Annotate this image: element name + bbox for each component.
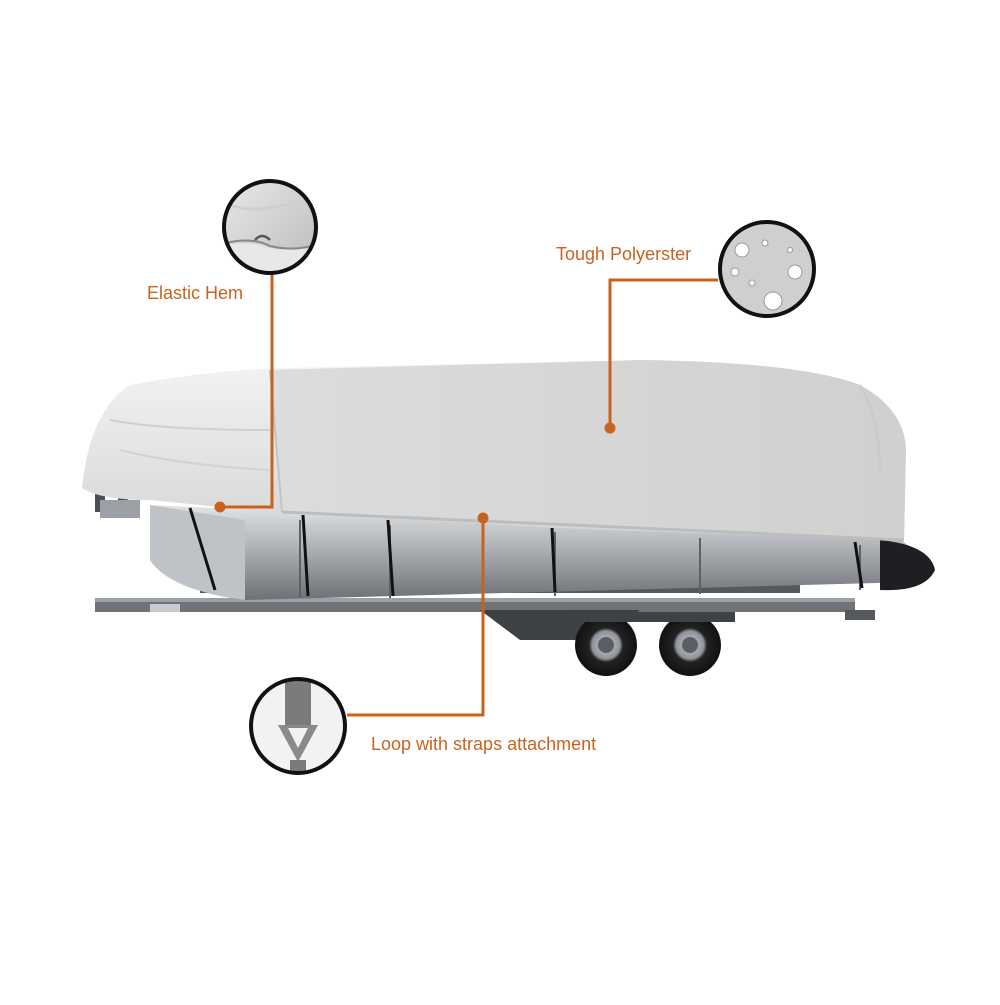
callout-dots — [214, 422, 616, 524]
cover-straps — [188, 507, 864, 597]
trailer-wheels — [565, 612, 735, 676]
callout-leaders — [221, 272, 718, 717]
pontoon-boat — [82, 360, 935, 676]
elastic-hem-label: Elastic Hem — [147, 283, 244, 303]
loop-straps-label: Loop with straps attachment — [371, 734, 597, 754]
elastic-hem-detail-icon — [222, 179, 318, 275]
tough-polyester-label: Tough Polyerster — [556, 244, 692, 264]
water-droplets-detail-icon — [718, 220, 816, 318]
strap-loop-detail-icon — [249, 677, 347, 775]
boat-cover — [82, 360, 906, 542]
